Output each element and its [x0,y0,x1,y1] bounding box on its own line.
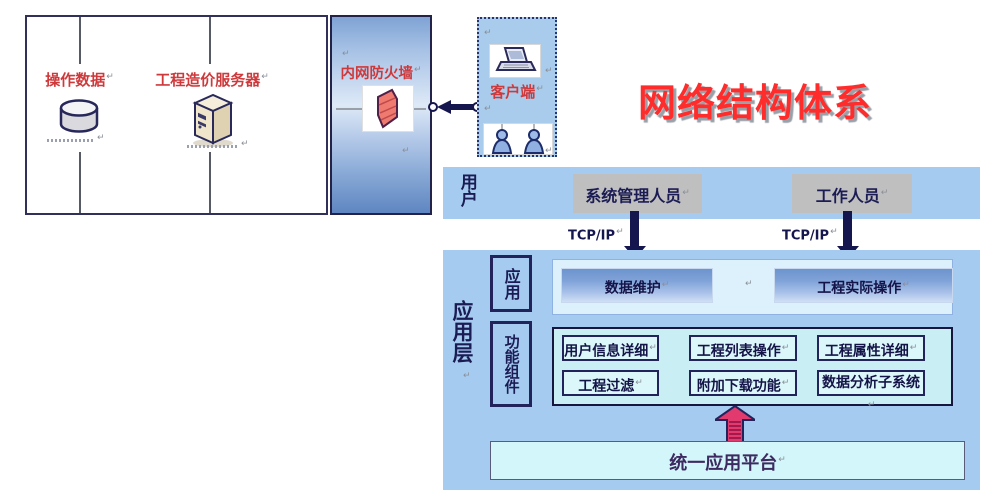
application-layer: 应用层 ↵ 应用 功能组件 数据维护↵ ↵ 工程实际操作↵ 用户信息详细↵ 工程… [443,250,980,490]
return-mark: ↵ [484,104,492,114]
tcpip-label-right: TCP/IP↵ [782,227,838,244]
database-icon [59,99,99,133]
component-project-list: 工程列表操作↵ [689,335,797,361]
server-room-box: 操作数据↵ ↵ 工程造价服务器↵ ↵ [25,15,328,215]
return-mark: ↵ [902,280,910,290]
component-download: 附加下载功能↵ [689,370,797,396]
down-arrow-right [843,211,852,247]
tcpip-label-left: TCP/IP↵ [568,227,624,244]
return-mark: ↵ [97,133,105,143]
return-mark: ↵ [909,343,918,353]
return-mark: ↵ [867,400,876,410]
return-mark: ↵ [661,280,670,290]
server-icon [192,93,234,147]
divider-line [209,17,211,64]
app-group-label: 应用 [501,267,521,300]
return-mark: ↵ [402,146,410,156]
apps-container: 数据维护↵ ↵ 工程实际操作↵ [552,259,953,315]
users-icon [491,124,545,154]
return-mark: ↵ [413,65,422,76]
client-box: ↵ ↵ 客户端↵ ↵ ↵ [477,17,557,157]
user-layer-band: 用户 系统管理人员↵ 工作人员↵ [443,167,980,219]
laptop-frame [490,45,540,77]
component-project-attr: 工程属性详细↵ [817,335,925,361]
laptop-icon [495,47,537,71]
return-mark: ↵ [463,371,471,381]
return-mark: ↵ [342,49,350,59]
return-mark: ↵ [781,343,790,353]
return-mark: ↵ [106,72,114,82]
return-mark: ↵ [545,66,553,76]
component-user-info: 用户信息详细↵ [562,335,659,361]
admin-chip: 系统管理人员↵ [573,174,702,213]
divider-line [79,17,81,64]
return-mark: ↵ [781,378,790,388]
platform-up-arrow [715,406,755,443]
firewall-icon [377,88,398,129]
application-layer-label: 应用层 [450,300,475,363]
component-group-box: 功能组件 [490,321,532,407]
tiny-caption-decoration [187,145,239,148]
return-mark: ↵ [536,84,544,94]
component-data-analysis: 数据分析子系统↵ [817,370,925,410]
components-container: 用户信息详细↵ 工程列表操作↵ 工程属性详细↵ 工程过滤↵ 附加下载功能↵ 数据… [552,327,953,410]
tiny-caption-decoration [47,139,95,142]
app-group-box: 应用 [490,255,532,312]
return-mark: ↵ [241,139,249,149]
client-firewall-arrow [428,100,482,114]
platform-bar: 统一应用平台↵ [490,441,965,480]
data-label: 操作数据↵ [45,71,114,89]
user-layer-label: 用户 [456,173,477,207]
app-bar-data-maintenance: 数据维护↵ [561,268,713,303]
server-label: 工程造价服务器↵ [155,71,269,89]
return-mark: ↵ [484,28,492,38]
return-mark: ↵ [545,146,553,156]
divider-line [209,152,211,213]
users-frame [484,124,552,154]
app-bar-project-operation: 工程实际操作↵ [774,268,953,303]
return-mark: ↵ [261,72,269,82]
return-mark: ↵ [649,343,657,353]
firewall-icon-frame [363,86,413,131]
return-mark: ↵ [880,188,889,198]
staff-chip: 工作人员↵ [792,174,912,213]
return-mark: ↵ [745,279,753,289]
return-mark: ↵ [778,455,786,465]
return-mark: ↵ [682,188,690,198]
component-project-filter: 工程过滤↵ [562,370,659,396]
page-title: 网络结构体系 [638,81,873,125]
component-group-label: 功能组件 [502,334,521,394]
arrow-shaft [450,104,474,110]
firewall-label: 内网防火墙↵ [340,65,422,82]
client-label: 客户端↵ [490,83,544,101]
divider-line [79,152,81,213]
return-mark: ↵ [635,378,643,388]
return-mark: ↵ [830,227,838,237]
down-arrow-left [630,211,639,247]
return-mark: ↵ [616,227,624,237]
firewall-panel: ↵ 内网防火墙↵ ↵ [330,15,432,215]
arrow-head-left [437,100,451,114]
